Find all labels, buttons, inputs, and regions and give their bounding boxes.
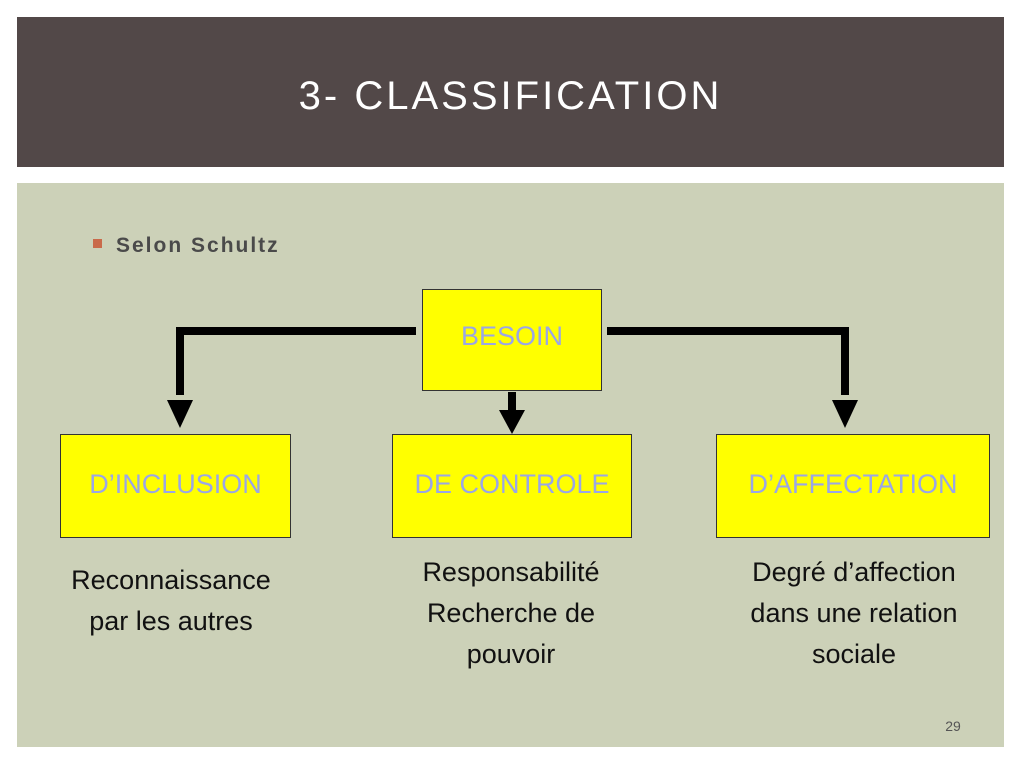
bullet-item: Selon Schultz [93, 234, 280, 258]
slide-title: 3- CLASSIFICATION [298, 74, 723, 118]
controle-description: Responsabilité Recherche de pouvoir [422, 557, 600, 669]
child-node-label: D’AFFECTATION [748, 468, 958, 499]
page-number: 29 [945, 718, 961, 734]
root-node-besoin: BESOIN [422, 289, 602, 391]
inclusion-description: Reconnaissance par les autres [71, 565, 271, 636]
child-node-controle: DE CONTROLE [392, 434, 632, 538]
connector-right [607, 327, 858, 428]
connector-left [167, 327, 416, 428]
child-node-label: D’INCLUSION [89, 468, 262, 499]
bullet-text: Selon Schultz [116, 234, 280, 257]
connector-middle [499, 392, 525, 434]
square-bullet-icon [93, 238, 102, 248]
child-node-inclusion: D’INCLUSION [60, 434, 291, 538]
root-node-label: BESOIN [460, 320, 564, 351]
child-node-affectation: D’AFFECTATION [716, 434, 990, 538]
header-bar: 3- CLASSIFICATION [17, 17, 1004, 167]
child-node-label: DE CONTROLE [414, 468, 610, 499]
affectation-description: Degré d’affection dans une relation soci… [750, 557, 958, 669]
